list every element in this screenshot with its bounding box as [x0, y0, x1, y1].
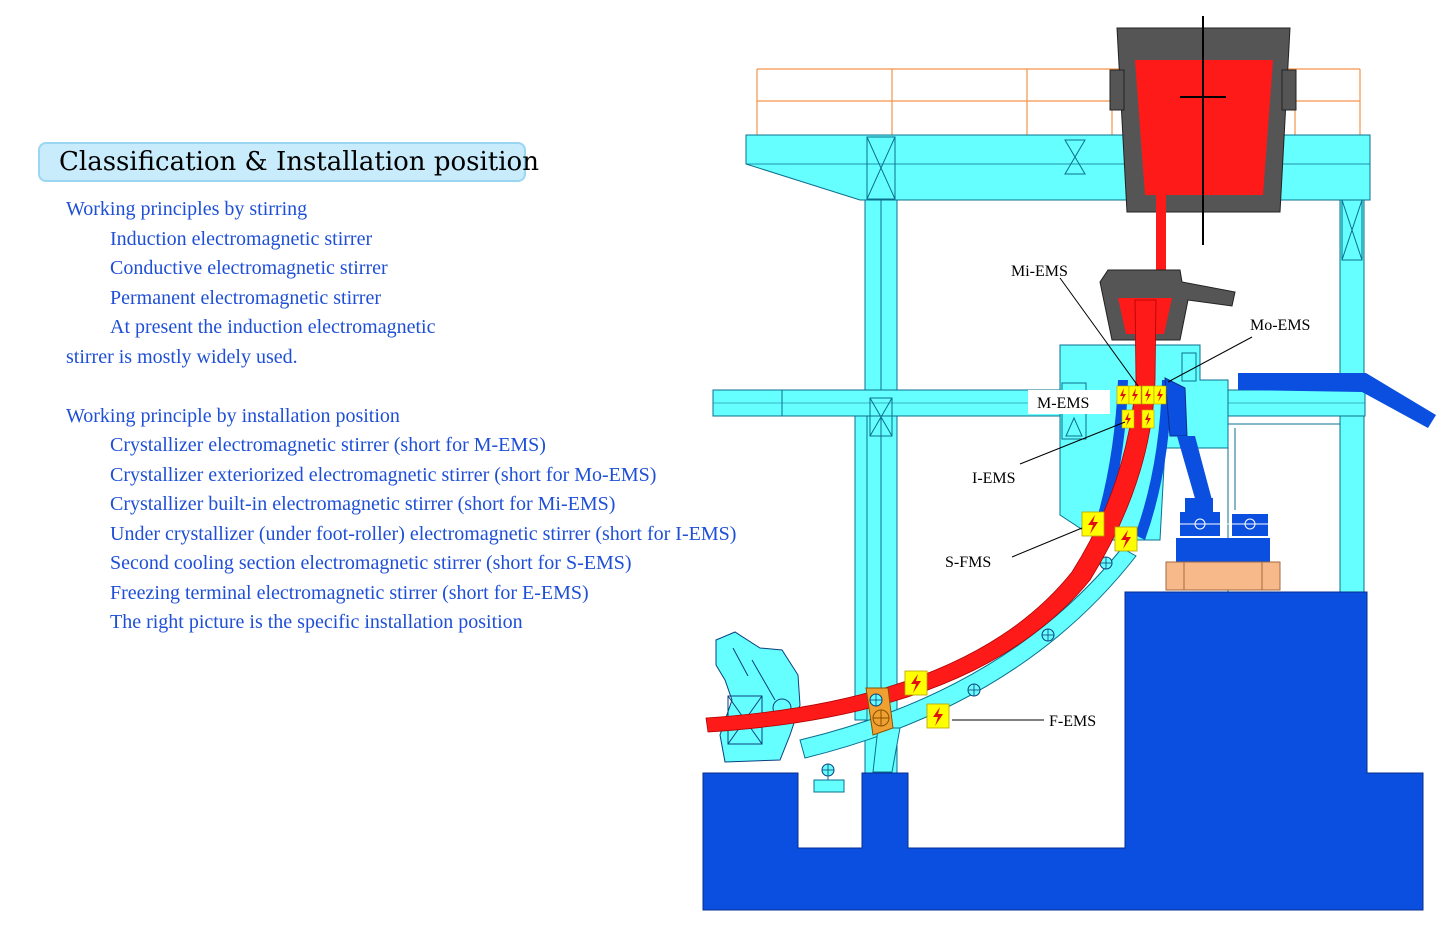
- withdrawal-unit: [715, 631, 801, 763]
- foundation: [702, 591, 1424, 911]
- section2-item-2: Crystallizer exteriorized electromagneti…: [110, 464, 657, 486]
- ladle: [1109, 16, 1297, 245]
- section2-item-3: Crystallizer built-in electromagnetic st…: [110, 493, 616, 515]
- section1-title: Working principles by stirring: [66, 198, 308, 220]
- section2-item-4: Under crystallizer (under foot-roller) e…: [110, 523, 737, 545]
- section2-item-5: Second cooling section electromagnetic s…: [110, 552, 632, 574]
- label-mo-ems: Mo-EMS: [1250, 317, 1310, 334]
- drive-motors: [1165, 498, 1281, 591]
- section2-item-1: Crystallizer electromagnetic stirrer (sh…: [110, 434, 546, 456]
- leader-lines: [952, 277, 1253, 721]
- section2-title: Working principle by installation positi…: [66, 405, 400, 427]
- section1-item-3: Permanent electromagnetic stirrer: [110, 287, 381, 309]
- section1-item-4: At present the induction electromagnetic: [110, 316, 436, 338]
- support-columns: [854, 134, 1365, 776]
- segment-support: [813, 727, 901, 793]
- section1-item-1: Induction electromagnetic stirrer: [110, 228, 373, 250]
- mo-ems-unit: [1164, 377, 1212, 502]
- section2-item-7: The right picture is the specific instal…: [110, 611, 523, 633]
- steel-stream: [1156, 195, 1166, 305]
- foot-rollers: [1095, 380, 1172, 540]
- section1-item-2: Conductive electromagnetic stirrer: [110, 257, 388, 279]
- page-title: Classification & Installation position: [59, 147, 539, 177]
- m-ems-label-box: [1028, 390, 1110, 414]
- label-i-ems: I-EMS: [972, 470, 1016, 487]
- section2-item-6: Freezing terminal electromagnetic stirre…: [110, 582, 589, 604]
- section1-continuation: stirrer is mostly widely used.: [66, 346, 298, 368]
- label-s-fms: S-FMS: [945, 554, 991, 571]
- discharge-chute: [1238, 373, 1436, 428]
- pinch-roll-bracket: [865, 687, 894, 736]
- label-f-ems: F-EMS: [1049, 713, 1096, 730]
- label-m-ems: M-EMS: [1037, 395, 1089, 412]
- label-mi-ems: Mi-EMS: [1011, 263, 1068, 280]
- heading-box: Classification & Installation position: [38, 142, 539, 182]
- tundish: [1099, 269, 1236, 341]
